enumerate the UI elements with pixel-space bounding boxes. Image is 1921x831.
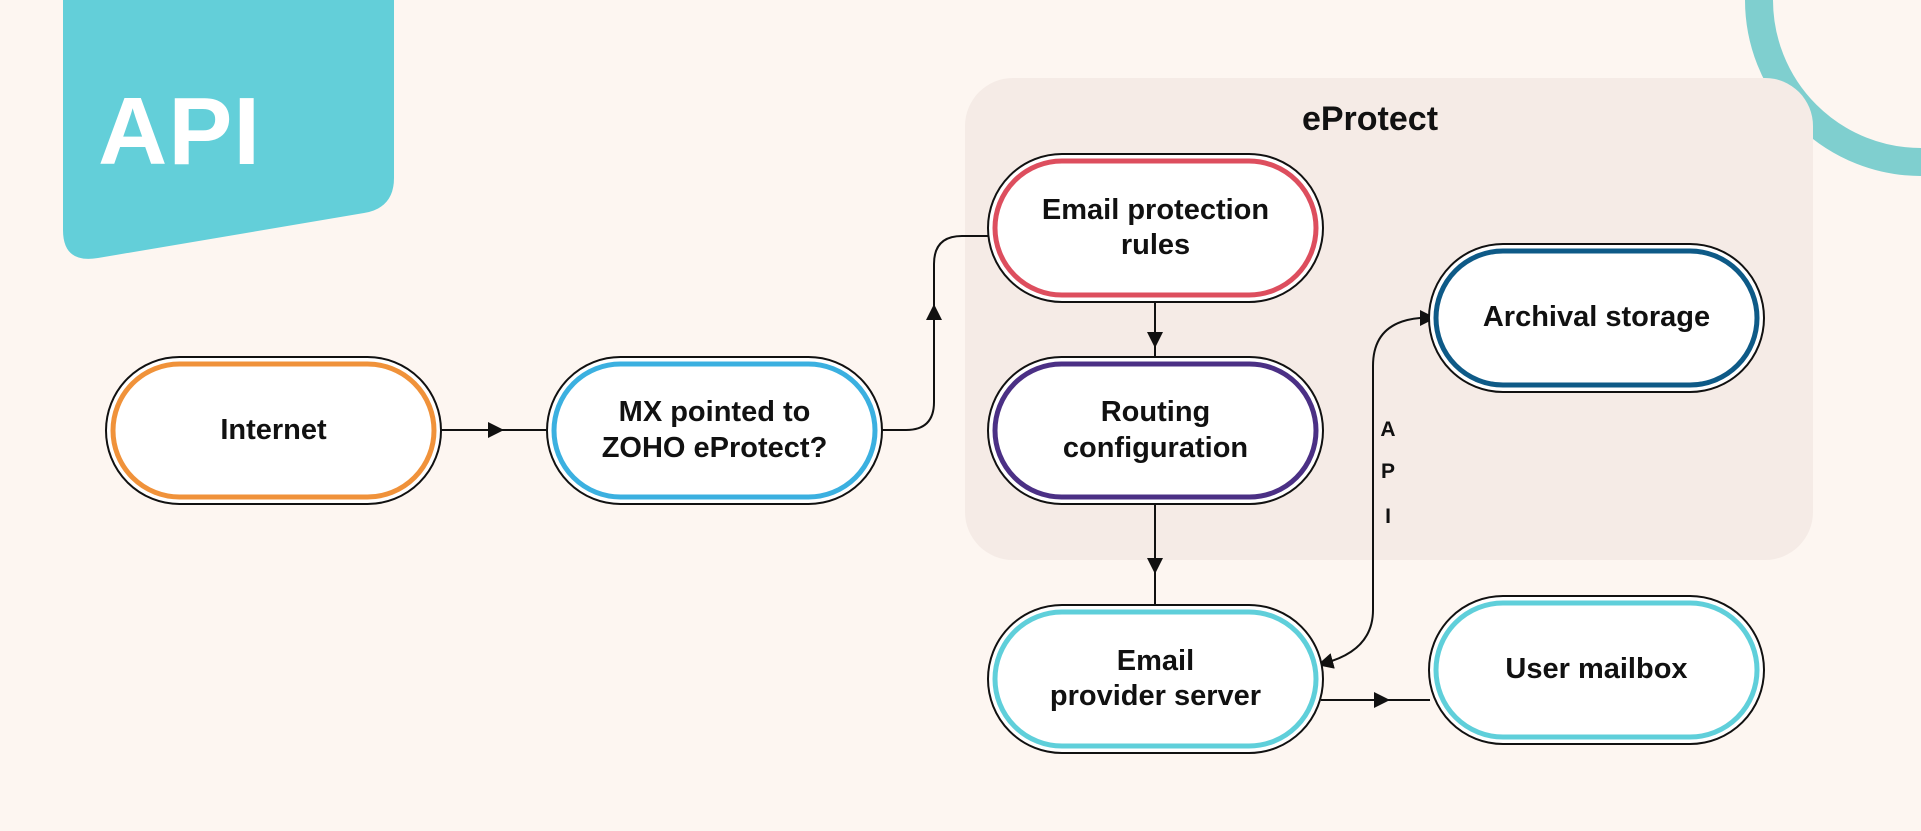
edge-provider-archival-api: [1317, 310, 1436, 669]
archival-storage-label: Archival storage: [1482, 301, 1711, 334]
node-archival-storage: [1428, 243, 1765, 393]
user-mailbox-label: User mailbox: [1505, 653, 1688, 686]
node-email-protection-rules: [987, 153, 1324, 303]
node-user-mailbox: [1428, 595, 1765, 745]
node-mx-check: [546, 356, 883, 505]
email-protection-rules-label: Email protection rules: [1041, 193, 1270, 261]
api-banner-label: API: [98, 78, 262, 185]
internet-label: Internet: [220, 413, 327, 446]
email-provider-server-label: Email provider server: [1049, 644, 1262, 712]
api-connector-letter: P: [1380, 460, 1395, 483]
routing-configuration-label: Routing configuration: [1062, 396, 1249, 464]
edge-mx-to-rules: [880, 235, 990, 431]
node-email-provider-server: [987, 604, 1324, 754]
node-routing-configuration: [987, 356, 1324, 505]
api-connector-letter: A: [1380, 418, 1396, 441]
mx-check-label: MX pointed to ZOHO eProtect?: [601, 396, 828, 464]
eprotect-group-title: eProtect: [1301, 100, 1439, 138]
api-connector-letter: I: [1385, 505, 1391, 528]
api-banner: [63, 0, 394, 259]
node-internet: [105, 356, 442, 505]
